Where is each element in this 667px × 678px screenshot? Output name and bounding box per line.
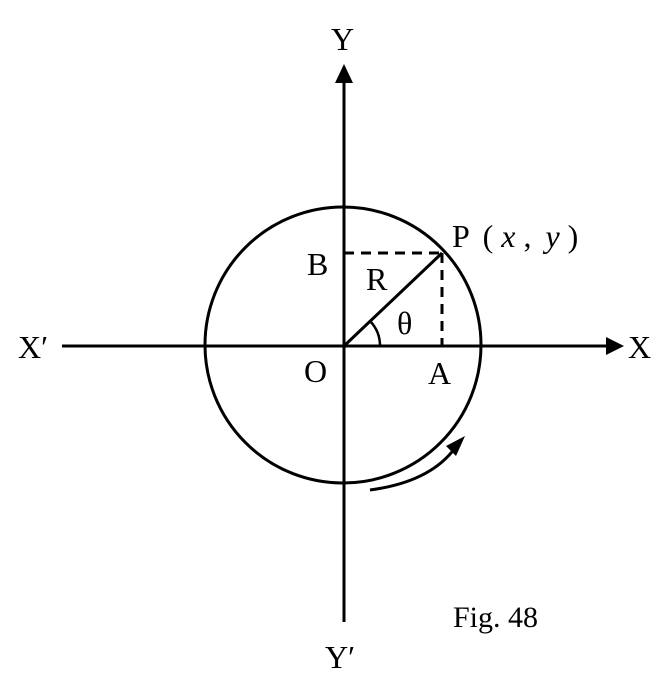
y-axis-arrow-head xyxy=(335,64,353,83)
radius-label: R xyxy=(366,261,388,297)
radius-line xyxy=(342,251,444,348)
point-p-y: y xyxy=(542,218,560,254)
point-p-close-paren: ) xyxy=(568,218,579,254)
point-p-open-paren: ( xyxy=(483,218,494,254)
point-b-label: B xyxy=(307,246,328,282)
point-p-comma: , xyxy=(523,218,531,254)
point-a-label: A xyxy=(428,355,451,391)
angle-theta-label: θ xyxy=(397,305,412,341)
rotation-arrow-head xyxy=(446,436,465,456)
origin-label: O xyxy=(304,353,327,389)
figure-caption: Fig. 48 xyxy=(453,601,538,634)
x-axis-arrow-head xyxy=(606,337,624,355)
rotation-arrow xyxy=(369,447,457,492)
y-prime-axis-label: Y′ xyxy=(325,639,355,675)
angle-arc xyxy=(369,320,382,347)
point-p-label: P ( x , y ) xyxy=(452,218,578,254)
x-prime-axis-label: X′ xyxy=(18,329,48,365)
point-p-name: P xyxy=(452,218,469,254)
y-axis-label: Y xyxy=(331,21,354,57)
point-p-x: x xyxy=(500,218,515,254)
x-axis-label: X xyxy=(628,329,651,365)
